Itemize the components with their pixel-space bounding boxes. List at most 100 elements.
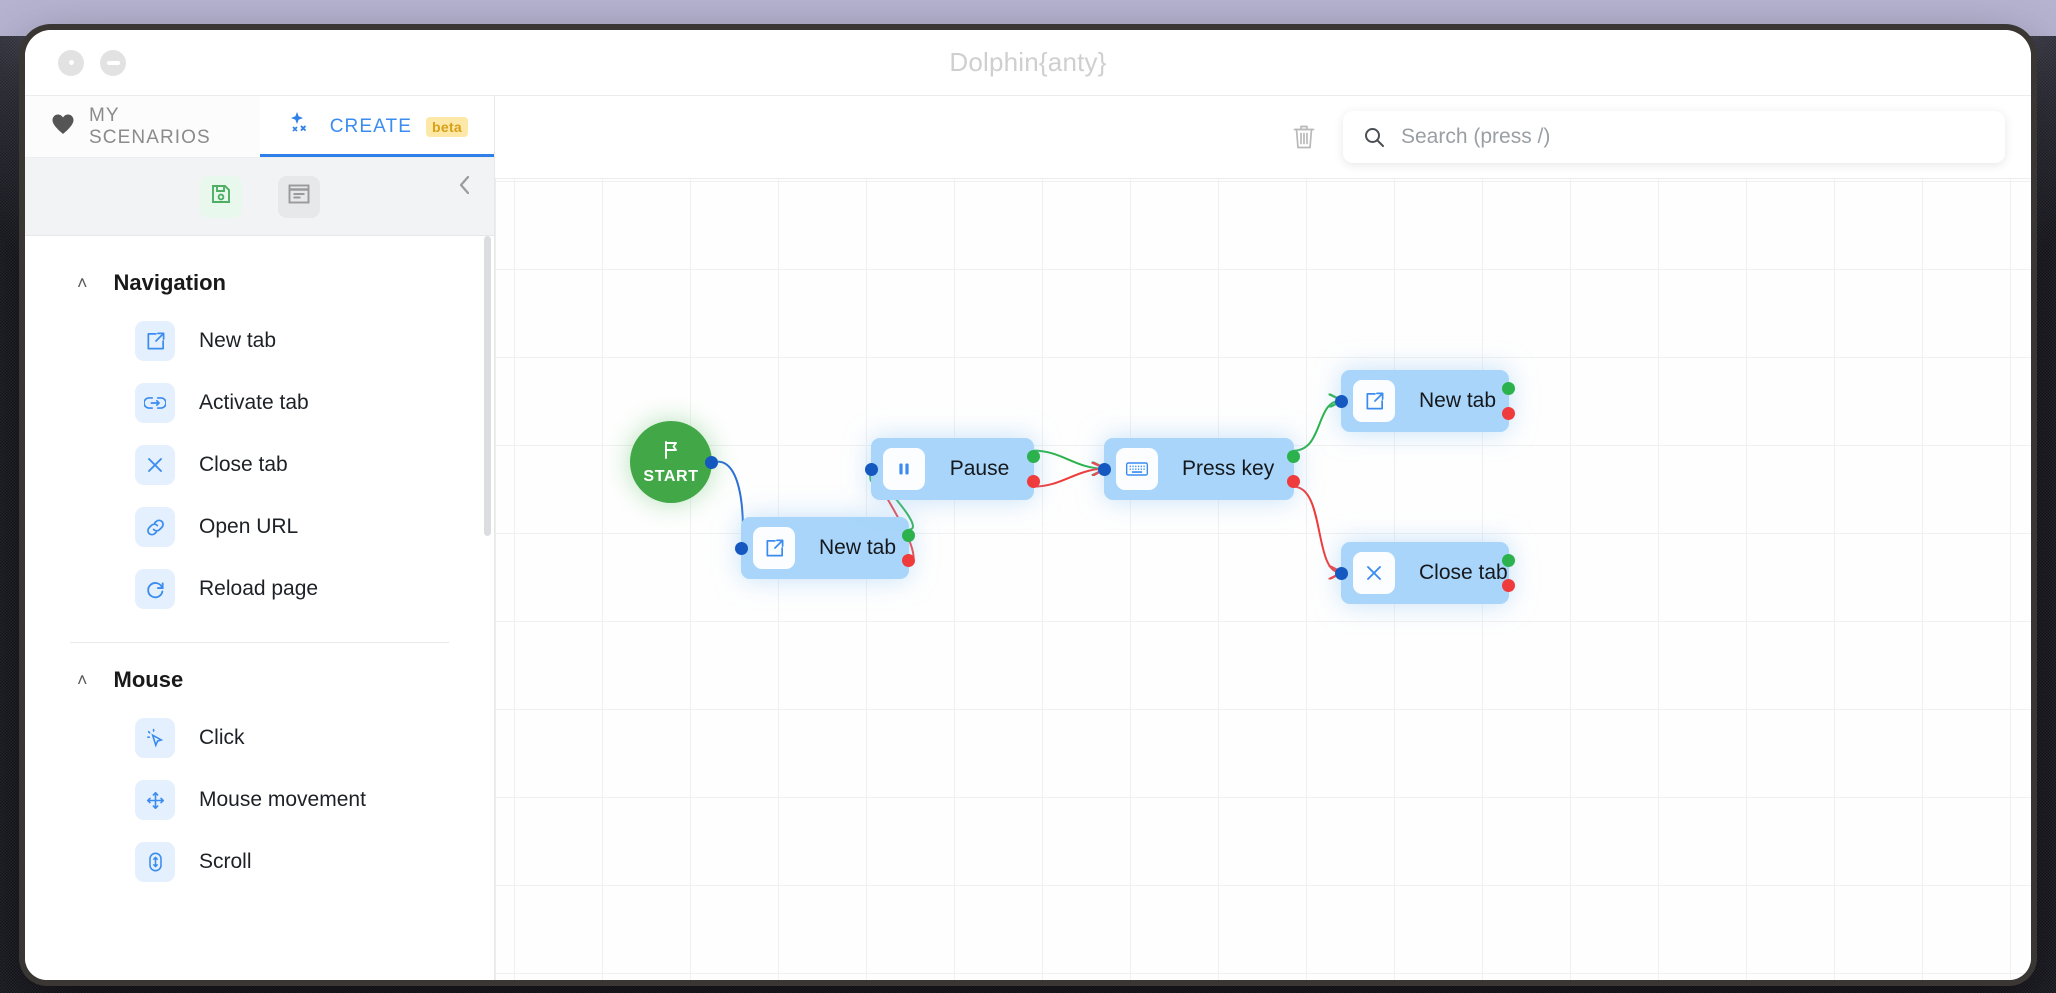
flow-node-start-label: START	[643, 467, 699, 485]
flow-node-label: Close tab	[1419, 561, 1508, 584]
port-success[interactable]	[1502, 382, 1515, 395]
app-window: Dolphin{anty} MY SCENARIOS	[25, 30, 2031, 980]
link-arrow-icon	[135, 383, 175, 423]
actions-panel: MY SCENARIOS CREATE beta	[25, 96, 495, 980]
port-failure[interactable]	[1027, 475, 1040, 488]
external-link-icon	[135, 321, 175, 361]
app-title: Dolphin{anty}	[949, 47, 1107, 77]
search-icon	[1363, 126, 1385, 148]
group-divider	[70, 642, 449, 643]
flow-node-new-tab-1[interactable]: New tab	[735, 517, 915, 579]
reload-icon	[135, 569, 175, 609]
minimize-button[interactable]	[100, 49, 126, 76]
search-box[interactable]	[1343, 111, 2005, 163]
tab-my-scenarios[interactable]: MY SCENARIOS	[25, 96, 260, 157]
flow-node-label: Press key	[1182, 457, 1275, 480]
chevron-left-icon	[459, 175, 470, 195]
close-x-icon	[1353, 552, 1395, 594]
external-link-icon	[1353, 380, 1395, 422]
flow-node-label: New tab	[819, 536, 897, 559]
chevron-up-icon: ˄	[77, 273, 88, 293]
action-label: Close tab	[199, 453, 288, 476]
canvas-area: START New tab	[495, 96, 2031, 980]
action-label: Open URL	[199, 515, 299, 538]
flow-node-label: New tab	[1419, 389, 1497, 412]
port-failure[interactable]	[1287, 475, 1300, 488]
port-success[interactable]	[902, 529, 915, 542]
tab-my-scenarios-label: MY SCENARIOS	[89, 104, 211, 148]
save-scenario-button[interactable]	[199, 175, 242, 218]
close-dot-icon	[68, 60, 74, 65]
flag-icon	[660, 439, 682, 466]
keyboard-icon	[1116, 448, 1158, 490]
beta-badge: beta	[426, 116, 468, 137]
port-success[interactable]	[1027, 450, 1040, 463]
notes-button[interactable]	[277, 175, 320, 218]
window-controls	[58, 30, 126, 95]
scroll-icon	[135, 842, 175, 882]
chain-link-icon	[135, 507, 175, 547]
flow-node-new-tab-2[interactable]: New tab	[1335, 370, 1515, 432]
cursor-click-icon	[135, 718, 175, 758]
flow-node-press-key[interactable]: Press key	[1098, 438, 1300, 500]
action-item-reload-page[interactable]: Reload page	[25, 558, 494, 620]
action-item-open-url[interactable]: Open URL	[25, 496, 494, 558]
flow-edges	[717, 179, 2031, 980]
port-failure[interactable]	[1502, 579, 1515, 592]
canvas-toolbar	[495, 96, 2031, 178]
heart-icon	[51, 113, 75, 141]
action-item-scroll[interactable]: Scroll	[25, 831, 494, 893]
flow-node-label: Pause	[949, 457, 1010, 480]
port-failure[interactable]	[1502, 407, 1515, 420]
action-label: Activate tab	[199, 391, 309, 414]
panel-toolbar	[25, 158, 494, 236]
port-in[interactable]	[1335, 567, 1348, 580]
action-item-mouse-movement[interactable]: Mouse movement	[25, 769, 494, 831]
main-body: MY SCENARIOS CREATE beta	[25, 96, 2031, 980]
save-icon	[209, 182, 233, 211]
magic-wand-icon	[286, 110, 316, 144]
port-success[interactable]	[1287, 450, 1300, 463]
panel-scrollbar[interactable]	[484, 236, 491, 536]
flow-node-pause[interactable]: Pause	[865, 438, 1040, 500]
port-failure[interactable]	[902, 554, 915, 567]
trash-icon[interactable]	[1287, 120, 1321, 154]
collapse-panel-button[interactable]	[452, 172, 478, 198]
search-input[interactable]	[1401, 125, 1985, 149]
port-in[interactable]	[865, 463, 878, 476]
actions-list[interactable]: ˄ Navigation New tab	[25, 236, 494, 980]
minimize-dash-icon	[106, 60, 120, 65]
action-item-activate-tab[interactable]: Activate tab	[25, 372, 494, 434]
group-title-navigation: Navigation	[113, 270, 226, 295]
port-in[interactable]	[735, 542, 748, 555]
action-label: Scroll	[199, 850, 252, 873]
panel-tabbar: MY SCENARIOS CREATE beta	[25, 96, 495, 158]
port-in[interactable]	[1098, 463, 1111, 476]
action-label: Mouse movement	[199, 788, 366, 811]
tab-create[interactable]: CREATE beta	[259, 96, 495, 157]
action-item-click[interactable]: Click	[25, 707, 494, 769]
port-success[interactable]	[1502, 554, 1515, 567]
action-label: Click	[199, 726, 245, 749]
flow-node-start[interactable]: START	[630, 421, 718, 503]
action-label: Reload page	[199, 577, 319, 600]
flow-canvas[interactable]: START New tab	[495, 178, 2031, 980]
external-link-icon	[753, 527, 795, 569]
flow-node-close-tab[interactable]: Close tab	[1335, 542, 1515, 604]
pause-icon	[883, 448, 925, 490]
move-arrows-icon	[135, 780, 175, 820]
action-item-new-tab[interactable]: New tab	[25, 310, 494, 372]
group-header-navigation[interactable]: ˄ Navigation	[25, 246, 494, 310]
group-title-mouse: Mouse	[113, 667, 184, 692]
window-titlebar: Dolphin{anty}	[25, 30, 2031, 96]
tab-create-label: CREATE	[329, 115, 412, 137]
group-header-mouse[interactable]: ˄ Mouse	[25, 643, 494, 707]
chevron-up-icon: ˄	[77, 670, 88, 690]
action-label: New tab	[199, 329, 277, 352]
notes-icon	[287, 183, 311, 210]
close-button[interactable]	[58, 49, 84, 76]
port-in[interactable]	[1335, 395, 1348, 408]
action-item-close-tab[interactable]: Close tab	[25, 434, 494, 496]
port-out[interactable]	[705, 456, 718, 469]
close-x-icon	[135, 445, 175, 485]
